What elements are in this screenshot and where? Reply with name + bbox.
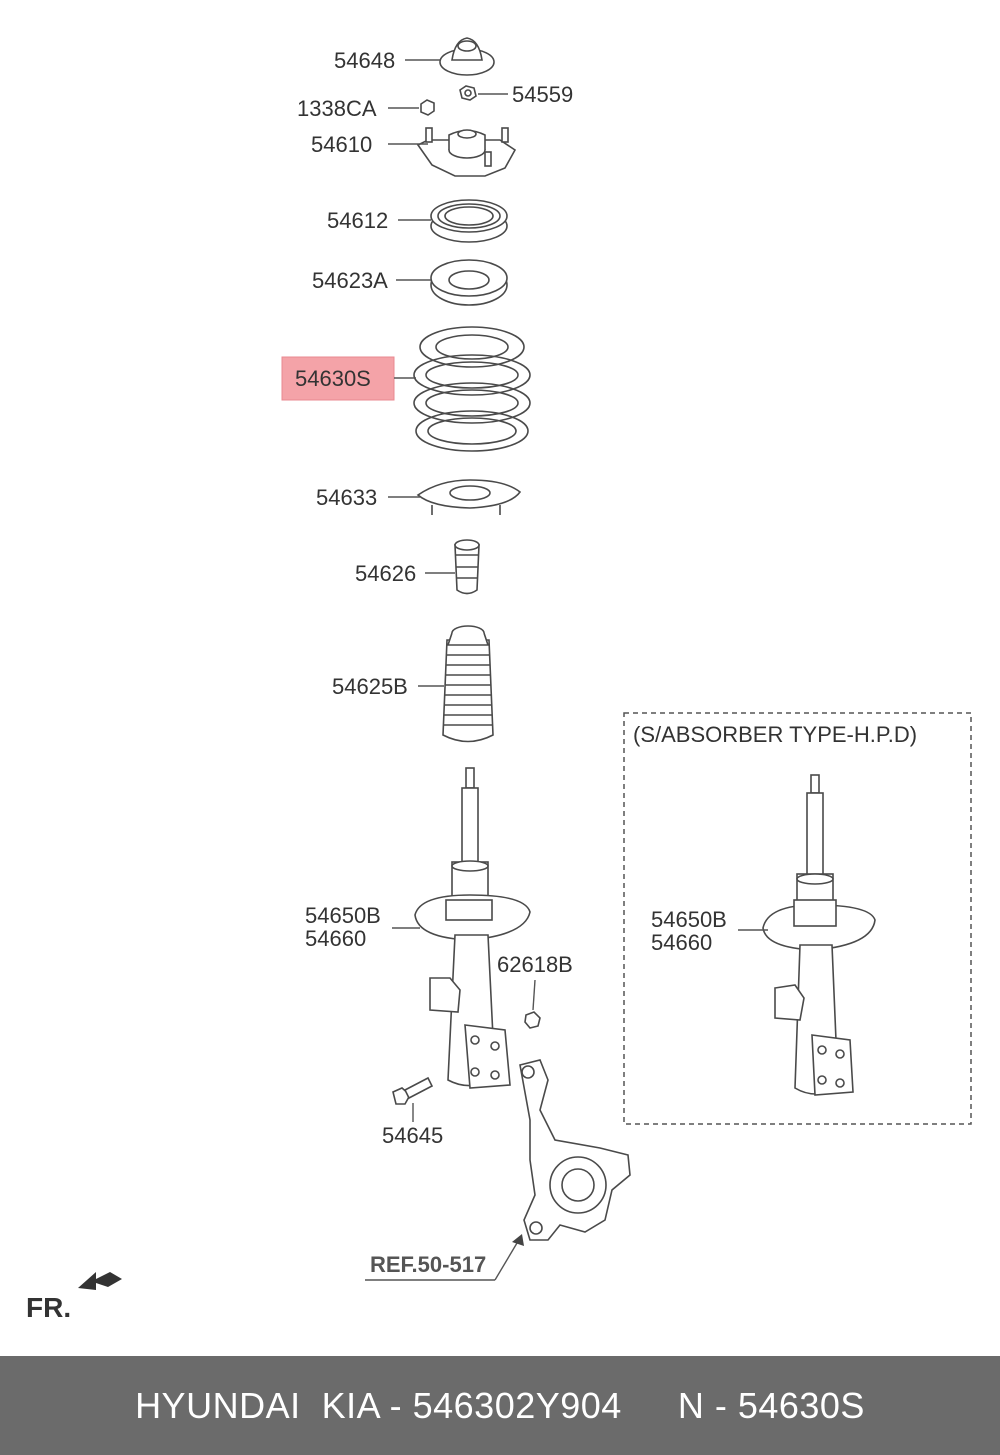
label-54650b: 54650B [305, 903, 381, 928]
front-arrow-icon [78, 1272, 122, 1290]
part-54610-drawing [416, 127, 517, 177]
parts-diagram: 54648 54559 1338CA 54610 54612 54623A [26, 37, 972, 1323]
label-1338ca: 1338CA [297, 96, 377, 121]
label-54648: 54648 [334, 48, 395, 73]
label-ref: REF.50-517 [370, 1252, 486, 1277]
part-54650b-strut-drawing [414, 767, 531, 1089]
label-54630s: 54630S [295, 366, 371, 391]
ref-arrow-icon [512, 1234, 524, 1246]
inset-strut-drawing [762, 774, 876, 1096]
label-54623a: 54623A [312, 268, 388, 293]
part-54612-drawing [430, 199, 508, 243]
part-54645-drawing [392, 1076, 434, 1105]
label-54559: 54559 [512, 82, 573, 107]
footer-bar: HYUNDAI KIA - 546302Y904 N - 54630S [0, 1356, 1000, 1455]
part-54630s-drawing [413, 326, 531, 452]
label-54626: 54626 [355, 561, 416, 586]
label-54610: 54610 [311, 132, 372, 157]
part-54626-drawing [454, 539, 480, 595]
part-1338ca-drawing [420, 99, 435, 116]
footer-brand-part-number: HYUNDAI KIA - 546302Y904 [135, 1384, 622, 1426]
label-54612: 54612 [327, 208, 388, 233]
part-54559-drawing [459, 85, 477, 101]
knuckle-drawing [519, 1059, 631, 1241]
part-54648-drawing [439, 37, 495, 76]
label-54660: 54660 [305, 926, 366, 951]
highlight-54630s [281, 356, 395, 401]
part-54633-drawing [416, 479, 522, 515]
label-62618b: 62618B [497, 952, 573, 977]
part-62618b-drawing [524, 1011, 541, 1029]
footer-oem-number: N - 54630S [677, 1384, 865, 1426]
inset-label-54650b: 54650B [651, 907, 727, 932]
part-54625b-drawing [442, 625, 494, 743]
front-label: FR. [26, 1292, 71, 1323]
part-54623a-drawing [430, 259, 508, 306]
label-54625b: 54625B [332, 674, 408, 699]
label-54645: 54645 [382, 1123, 443, 1148]
inset-box [623, 712, 972, 1125]
inset-label-54660: 54660 [651, 930, 712, 955]
inset-title: (S/ABSORBER TYPE-H.P.D) [633, 722, 917, 747]
label-54633: 54633 [316, 485, 377, 510]
